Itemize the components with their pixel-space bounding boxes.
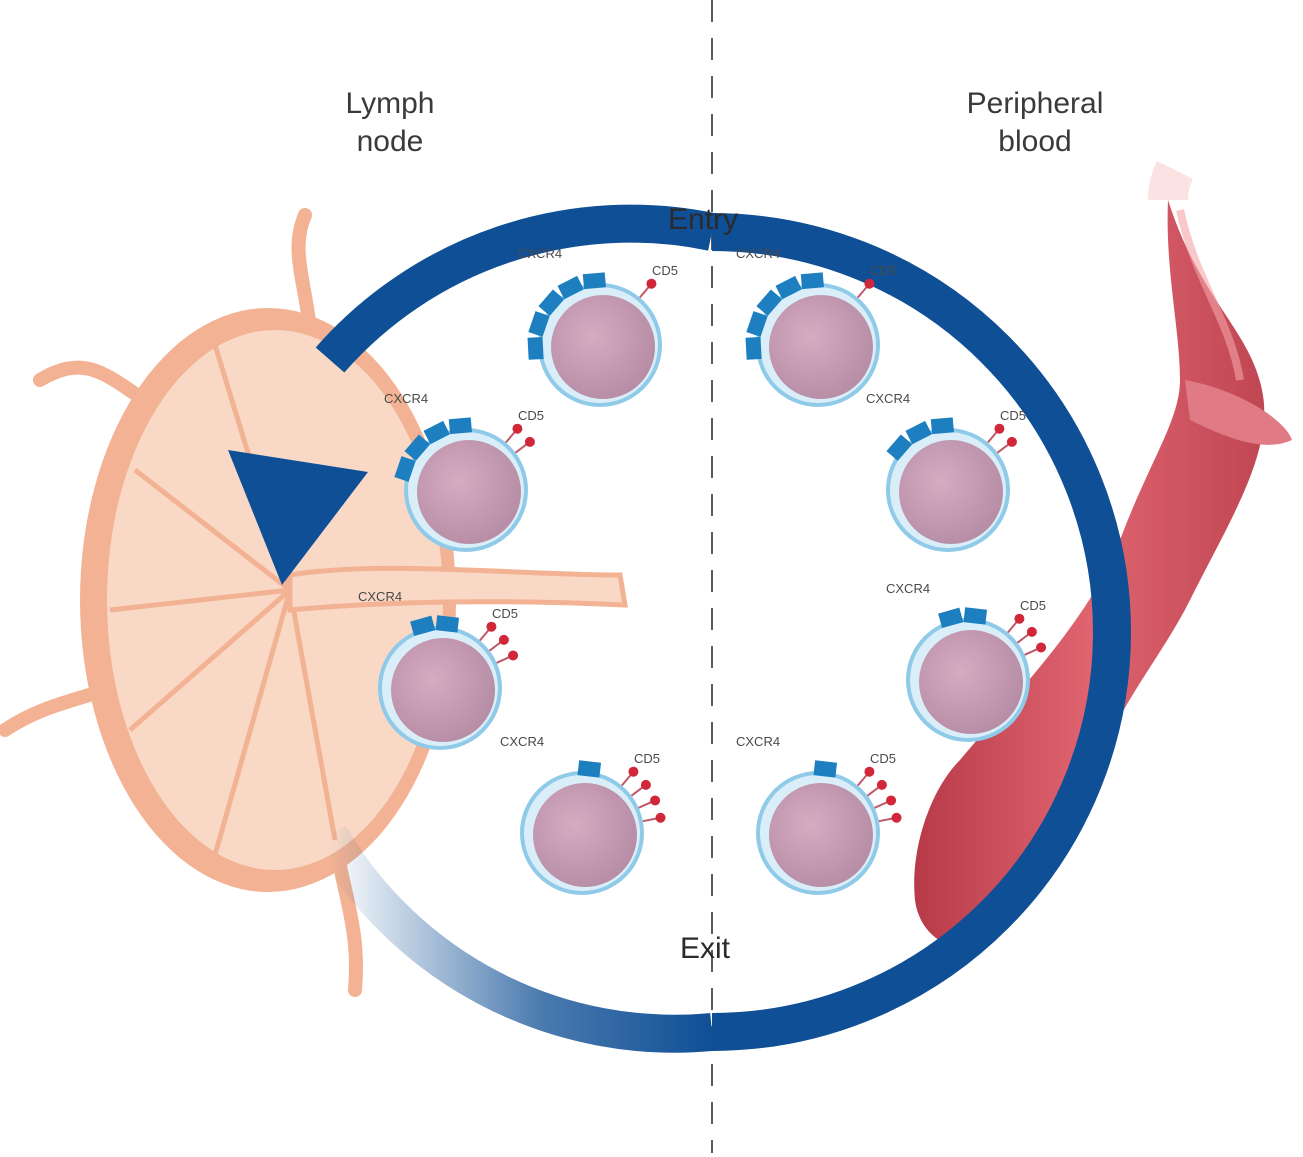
cd5-marker xyxy=(646,278,657,289)
cxcr4-label: CXCR4 xyxy=(866,391,910,406)
cxcr4-receptor xyxy=(448,417,472,435)
blood-vessel xyxy=(914,161,1292,948)
cd5-marker xyxy=(864,278,875,289)
cxcr4-receptor xyxy=(538,289,565,316)
cxcr4-receptor xyxy=(800,272,824,290)
cd5-marker xyxy=(512,423,523,434)
cxcr4-receptor xyxy=(528,311,550,337)
cd5-label: CD5 xyxy=(492,606,518,621)
cxcr4-label: CXCR4 xyxy=(886,581,930,596)
cxcr4-receptor xyxy=(394,456,416,482)
cell-body xyxy=(533,783,637,887)
cell-body xyxy=(899,440,1003,544)
exit-label: Exit xyxy=(680,932,731,965)
cxcr4-receptor xyxy=(557,275,584,300)
cxcr4-label: CXCR4 xyxy=(358,589,402,604)
cd5-marker xyxy=(655,812,666,823)
lymph-node-label: Lymph node xyxy=(345,87,435,158)
cxcr4-receptor xyxy=(435,615,460,633)
cxcr4-receptor xyxy=(404,434,431,461)
cxcr4-label: CXCR4 xyxy=(500,734,544,749)
cd5-label: CD5 xyxy=(870,263,896,278)
cxcr4-receptor xyxy=(775,275,802,300)
peripheral-blood-label: Peripheral blood xyxy=(966,87,1104,158)
cxcr4-label: CXCR4 xyxy=(384,391,428,406)
arrow-head xyxy=(228,450,368,585)
cd5-marker xyxy=(891,812,902,823)
cxcr4-receptor xyxy=(577,760,602,778)
cxcr4-receptor xyxy=(886,434,913,461)
cell-body xyxy=(417,440,521,544)
cd5-marker xyxy=(628,766,639,777)
cd5-marker xyxy=(864,766,875,777)
circulation-arrow xyxy=(228,204,1131,1053)
cd5-marker xyxy=(1036,642,1047,653)
entry-label: Entry xyxy=(668,203,739,236)
cd5-marker xyxy=(1014,613,1025,624)
cd5-label: CD5 xyxy=(518,408,544,423)
cxcr4-receptor xyxy=(756,289,783,316)
cxcr4-receptor xyxy=(813,760,838,778)
cd5-label: CD5 xyxy=(870,751,896,766)
cd5-marker xyxy=(508,650,519,661)
cd5-marker xyxy=(1006,436,1017,447)
cd5-marker xyxy=(640,779,651,790)
cxcr4-receptor xyxy=(423,420,450,445)
cell-body xyxy=(919,630,1023,734)
cd5-label: CD5 xyxy=(1000,408,1026,423)
cd5-marker xyxy=(498,634,509,645)
cxcr4-label: CXCR4 xyxy=(518,246,562,261)
cell-body xyxy=(551,295,655,399)
cell-body xyxy=(391,638,495,742)
cd5-label: CD5 xyxy=(634,751,660,766)
cd5-marker xyxy=(994,423,1005,434)
cell-body xyxy=(769,783,873,887)
cd5-marker xyxy=(650,795,661,806)
cxcr4-label: CXCR4 xyxy=(736,246,780,261)
cd5-marker xyxy=(876,779,887,790)
cell-body xyxy=(769,295,873,399)
cxcr4-receptor xyxy=(963,607,988,625)
cxcr4-receptor xyxy=(930,417,954,435)
cxcr4-receptor xyxy=(905,420,932,445)
cd5-marker xyxy=(524,436,535,447)
cd5-label: CD5 xyxy=(1020,598,1046,613)
cd5-label: CD5 xyxy=(652,263,678,278)
cxcr4-receptor xyxy=(410,615,436,637)
cxcr4-label: CXCR4 xyxy=(736,734,780,749)
cd5-marker xyxy=(486,621,497,632)
cxcr4-receptor xyxy=(745,336,762,360)
cxcr4-receptor xyxy=(527,336,544,360)
cells-layer: CXCR4CD5CXCR4CD5CXCR4CD5CXCR4CD5CXCR4CD5… xyxy=(358,246,1047,895)
cxcr4-receptor xyxy=(746,311,768,337)
cxcr4-receptor xyxy=(582,272,606,290)
cd5-marker xyxy=(1026,626,1037,637)
cd5-marker xyxy=(886,795,897,806)
cxcr4-receptor xyxy=(938,607,964,629)
